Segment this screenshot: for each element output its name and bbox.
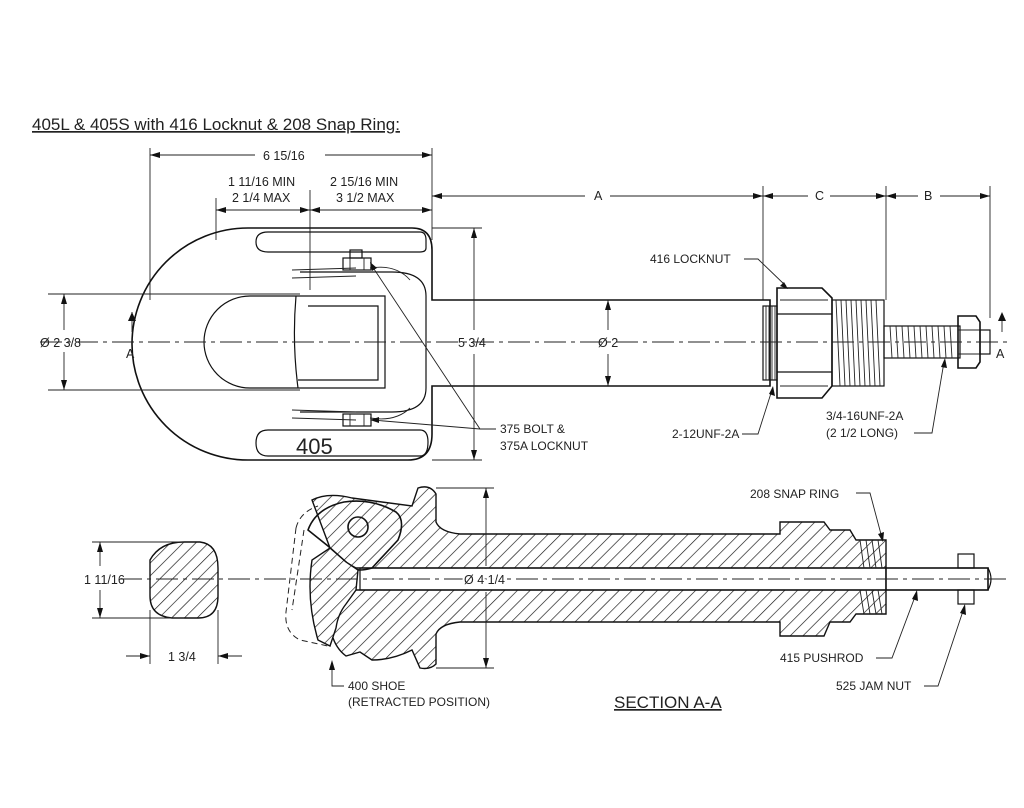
dim-diameter-left: Ø 2 3/8 [40, 336, 81, 350]
dim-section-width: 1 11/16 [84, 573, 125, 587]
dim-overall-length: 6 15/16 [263, 149, 305, 163]
drawing-title: 405L & 405S with 416 Locknut & 208 Snap … [32, 115, 400, 134]
dim-right-max: 3 1/2 MAX [336, 191, 395, 205]
thread-lines [835, 299, 881, 387]
label-2-1-2-long: (2 1/2 LONG) [826, 426, 898, 440]
dim-diameter-body: Ø 4 1/4 [464, 573, 505, 587]
section-title: SECTION A-A [614, 693, 722, 712]
label-525-jam-nut: 525 JAM NUT [836, 679, 912, 693]
label-208-snap-ring: 208 SNAP RING [750, 487, 839, 501]
part-number-405: 405 [296, 434, 333, 459]
label-400-shoe: 400 SHOE [348, 679, 405, 693]
dim-right-min: 2 15/16 MIN [330, 175, 398, 189]
dim-section-length: 1 3/4 [168, 650, 196, 664]
label-3-4-16unf: 3/4-16UNF-2A [826, 409, 903, 423]
label-416-locknut: 416 LOCKNUT [650, 252, 731, 266]
label-375-bolt: 375 BOLT & [500, 422, 565, 436]
top-view: 6 15/16 1 11/16 MIN 2 1/4 MAX 2 15/16 MI… [40, 148, 1010, 461]
section-view: 1 11/16 1 3/4 [84, 486, 1006, 712]
section-mark-right: A [996, 347, 1005, 361]
dim-c: C [815, 189, 824, 203]
dim-diameter-shaft: Ø 2 [598, 336, 618, 350]
dim-left-min: 1 11/16 MIN [228, 175, 295, 189]
dim-b: B [924, 189, 932, 203]
label-retracted-position: (RETRACTED POSITION) [348, 695, 490, 709]
dim-left-max: 2 1/4 MAX [232, 191, 291, 205]
section-mark-left: A [126, 347, 135, 361]
dim-a: A [594, 189, 603, 203]
label-375a-locknut: 375A LOCKNUT [500, 439, 589, 453]
label-2-12unf: 2-12UNF-2A [672, 427, 739, 441]
label-415-pushrod: 415 PUSHROD [780, 651, 864, 665]
dim-height: 5 3/4 [458, 336, 486, 350]
